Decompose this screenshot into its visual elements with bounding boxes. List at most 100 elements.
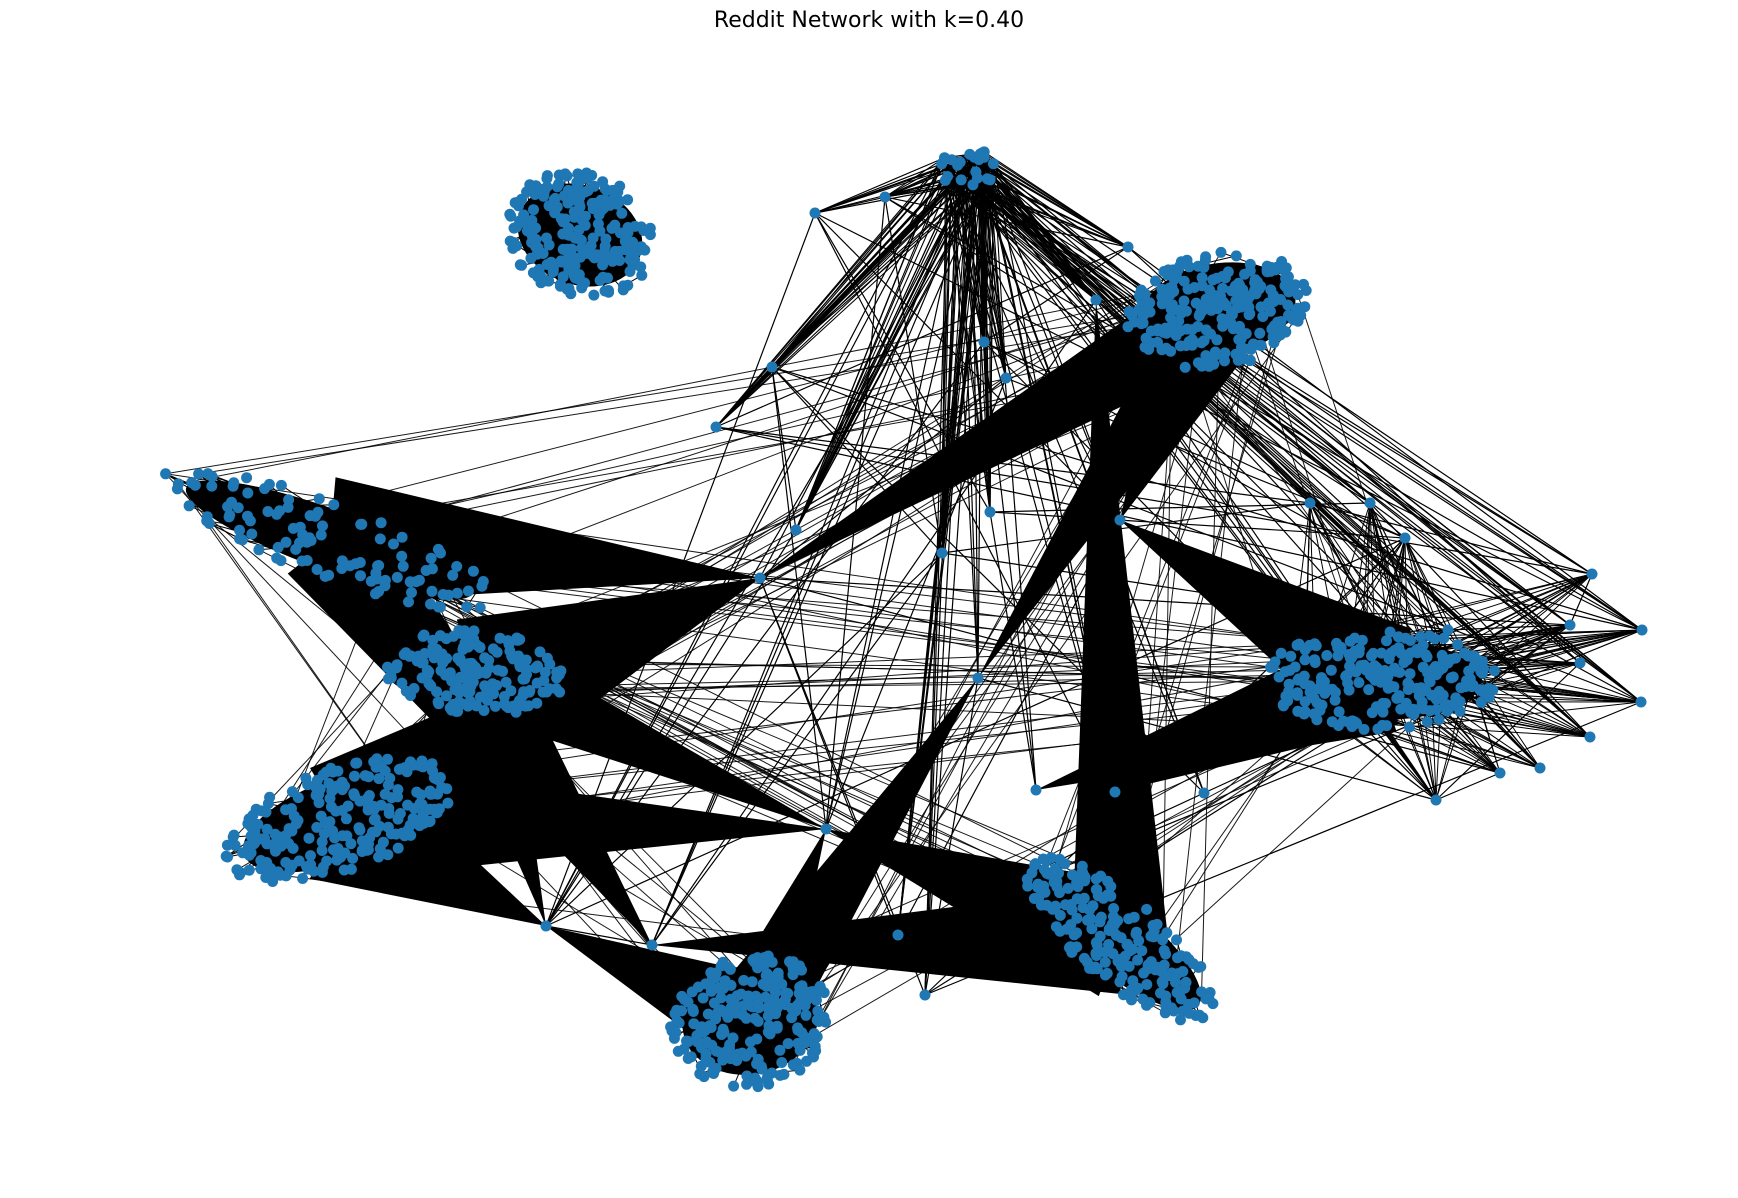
node <box>426 585 438 597</box>
edge <box>979 153 1097 301</box>
node <box>646 939 658 951</box>
edge <box>426 669 713 1046</box>
node <box>514 661 526 673</box>
edge <box>1438 719 1501 774</box>
node <box>606 222 618 234</box>
node <box>1401 654 1413 666</box>
node <box>416 799 428 810</box>
node <box>547 263 559 275</box>
edge <box>983 341 1406 539</box>
node <box>1282 299 1294 311</box>
node <box>160 468 172 480</box>
node <box>1030 784 1042 796</box>
node <box>766 361 778 373</box>
edge <box>715 686 1473 1020</box>
node <box>221 839 233 851</box>
node <box>1384 626 1396 638</box>
edge <box>1482 573 1593 662</box>
node <box>1137 993 1149 1005</box>
node <box>425 680 437 692</box>
node <box>1246 342 1257 354</box>
node <box>467 659 479 671</box>
edge <box>1417 624 1571 654</box>
node <box>1309 638 1321 650</box>
node <box>1188 282 1200 293</box>
node <box>1091 884 1103 895</box>
node <box>1358 723 1370 735</box>
node <box>411 786 423 798</box>
node <box>1433 714 1445 725</box>
edge <box>924 159 953 996</box>
node <box>1165 312 1177 324</box>
node <box>262 506 274 517</box>
node <box>772 967 784 979</box>
edge <box>469 674 786 994</box>
edge <box>957 165 1007 379</box>
node <box>978 151 990 163</box>
node <box>270 845 281 857</box>
node <box>1160 1000 1172 1012</box>
node <box>682 1053 694 1064</box>
node <box>1376 719 1388 731</box>
node <box>756 1063 768 1075</box>
node <box>612 186 624 198</box>
edge <box>715 156 985 428</box>
edge <box>448 594 1149 966</box>
node <box>754 572 766 584</box>
node <box>1181 323 1193 335</box>
node <box>1222 266 1234 278</box>
node <box>1255 340 1267 351</box>
node <box>1081 956 1093 968</box>
node <box>434 601 446 613</box>
node <box>356 846 368 857</box>
edge <box>979 153 1642 703</box>
node <box>790 960 802 972</box>
node <box>1331 637 1342 649</box>
node <box>405 650 417 662</box>
node <box>432 696 444 708</box>
node <box>1201 355 1212 367</box>
node <box>790 524 802 536</box>
node <box>224 509 236 521</box>
edge <box>989 179 1037 791</box>
edge <box>814 212 1116 793</box>
node <box>771 1020 783 1032</box>
node <box>1304 497 1316 509</box>
node <box>497 665 508 677</box>
edge <box>1435 686 1473 801</box>
node <box>1094 916 1106 928</box>
edge <box>419 688 1319 822</box>
node <box>541 170 553 182</box>
node <box>708 997 720 1009</box>
node <box>809 207 821 219</box>
node <box>193 468 205 480</box>
node <box>1399 632 1411 644</box>
node <box>1402 677 1414 689</box>
node <box>1415 631 1427 643</box>
node <box>382 779 394 791</box>
node <box>554 686 566 698</box>
node <box>1133 935 1145 947</box>
node <box>534 646 546 658</box>
node <box>280 536 292 548</box>
node <box>1215 246 1227 258</box>
node <box>1021 873 1033 885</box>
node <box>242 510 253 522</box>
node <box>418 629 430 641</box>
node <box>280 857 292 868</box>
node <box>331 854 343 866</box>
node <box>774 1069 786 1081</box>
node <box>1116 971 1128 982</box>
edge <box>1369 502 1427 655</box>
edge <box>983 151 991 513</box>
node <box>1112 915 1124 927</box>
node <box>1366 650 1377 662</box>
node <box>752 999 764 1011</box>
node <box>231 864 243 876</box>
node <box>447 569 459 581</box>
edge <box>306 289 1243 543</box>
node <box>1244 258 1256 270</box>
node <box>555 213 567 225</box>
node <box>563 283 575 295</box>
node <box>1438 632 1450 644</box>
